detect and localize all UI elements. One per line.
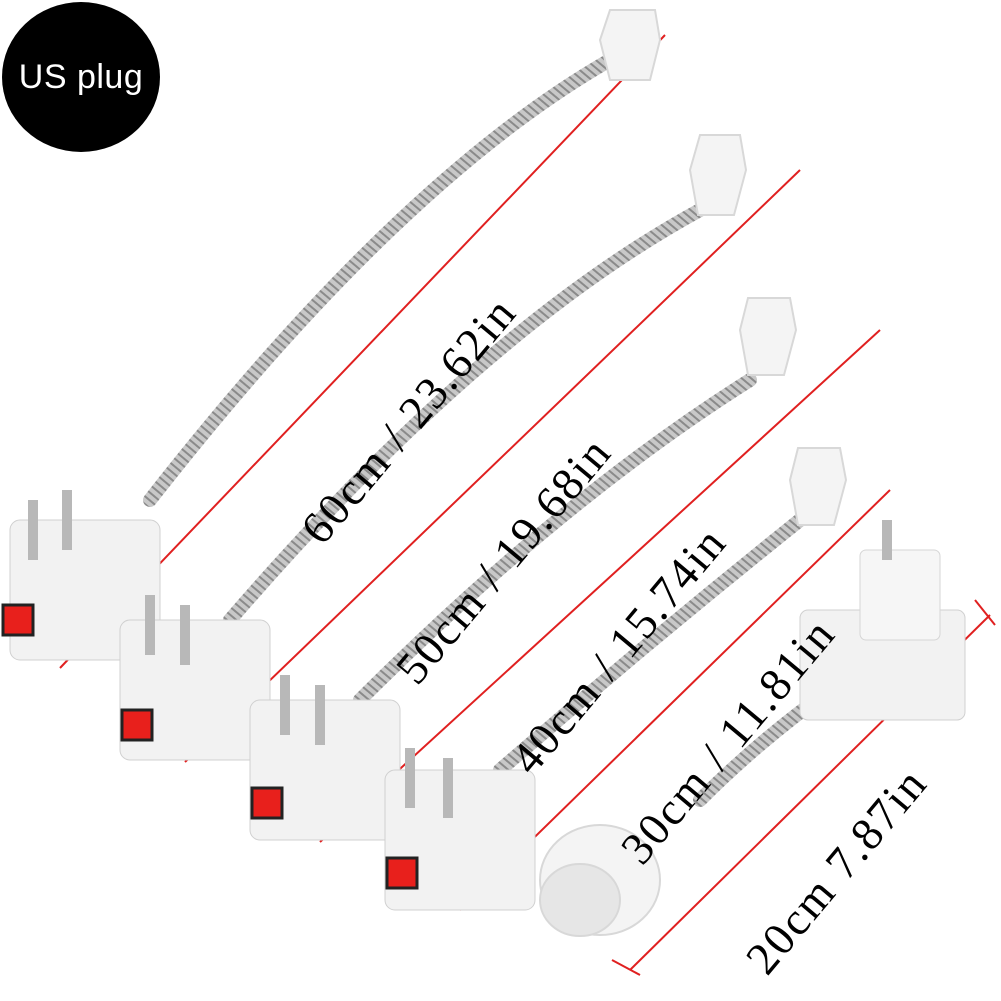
lamp-sockets bbox=[539, 9, 848, 937]
plugs bbox=[1, 490, 966, 911]
plug-type-label: US plug bbox=[18, 57, 144, 96]
goosenecks bbox=[143, 53, 837, 807]
plug-type-badge: US plug bbox=[2, 2, 160, 152]
